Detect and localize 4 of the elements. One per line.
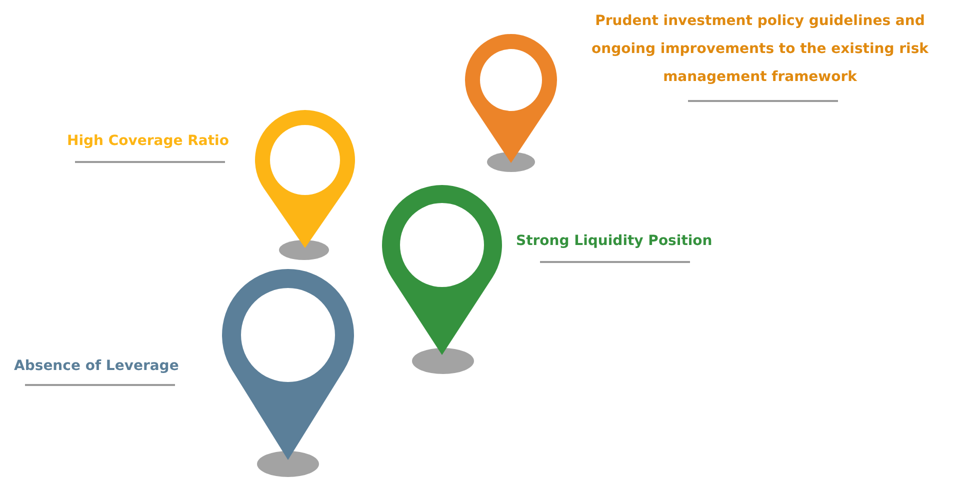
caption-text: Strong Liquidity Position [516, 232, 714, 251]
caption-text: Absence of Leverage [14, 357, 180, 376]
caption-text: High Coverage Ratio [67, 132, 230, 151]
caption-text: Prudent investment policy guidelines and ongoing improvements to the existing risk management framework [590, 12, 930, 87]
